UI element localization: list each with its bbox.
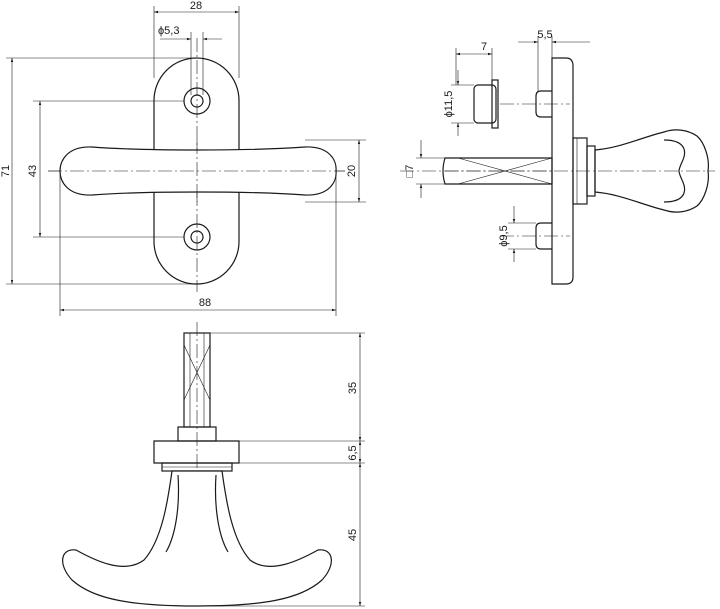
- dim-spindle-35: 35: [210, 332, 365, 442]
- dim-label-43: 43: [27, 165, 39, 177]
- dim-label-phi-9-5: ϕ9,5: [498, 225, 510, 246]
- dim-handle-45: 45: [197, 463, 365, 607]
- dim-label-5-5: 5,5: [537, 29, 552, 41]
- side-collar-piece: [473, 79, 499, 129]
- side-mounting-pin-bottom: [535, 222, 552, 250]
- side-handle: [594, 129, 709, 213]
- dim-label-28: 28: [190, 0, 202, 12]
- dim-offset-5-5: 5,5: [518, 29, 590, 91]
- dim-label-35: 35: [347, 382, 359, 394]
- dim-square-7: □7: [404, 140, 445, 198]
- dim-label-6-5: 6,5: [347, 445, 359, 460]
- dim-label-square-7: □7: [404, 165, 416, 178]
- dim-hole-diameter: ϕ5,3: [158, 25, 222, 95]
- dim-width-28: 28: [153, 0, 240, 78]
- dim-grip-width-20: 20: [305, 139, 366, 203]
- elevation-plate: [153, 440, 240, 464]
- side-back-plate: [551, 57, 574, 285]
- dim-offset-7: 7: [455, 41, 493, 85]
- dim-label-phi-5-3: ϕ5,3: [158, 25, 179, 37]
- dim-plate-6-5: 6,5: [239, 441, 365, 464]
- elevation-t-handle: [62, 470, 332, 607]
- side-mounting-pin-top: [535, 90, 552, 118]
- dim-height-71: 71: [0, 57, 197, 285]
- dim-label-88: 88: [199, 297, 211, 309]
- dim-label-7: 7: [481, 41, 487, 53]
- dim-length-88: 88: [59, 175, 337, 316]
- dim-collar-diameter: ϕ11,5: [443, 70, 474, 136]
- dim-label-20: 20: [346, 165, 358, 177]
- dim-label-phi-11-5: ϕ11,5: [443, 91, 455, 118]
- front-view: 28 ϕ5,3 71 43 20: [0, 0, 366, 316]
- side-square-spindle: [442, 157, 553, 185]
- dim-hole-spacing-43: 43: [27, 100, 184, 238]
- dim-pin-diameter: ϕ9,5: [498, 206, 536, 262]
- side-view: 7 5,5 ϕ11,5 □7: [400, 29, 715, 285]
- elevation-view: 35 6,5 45: [62, 322, 365, 607]
- dim-label-71: 71: [0, 165, 12, 177]
- side-rose: [572, 137, 596, 205]
- dim-label-45: 45: [347, 529, 359, 541]
